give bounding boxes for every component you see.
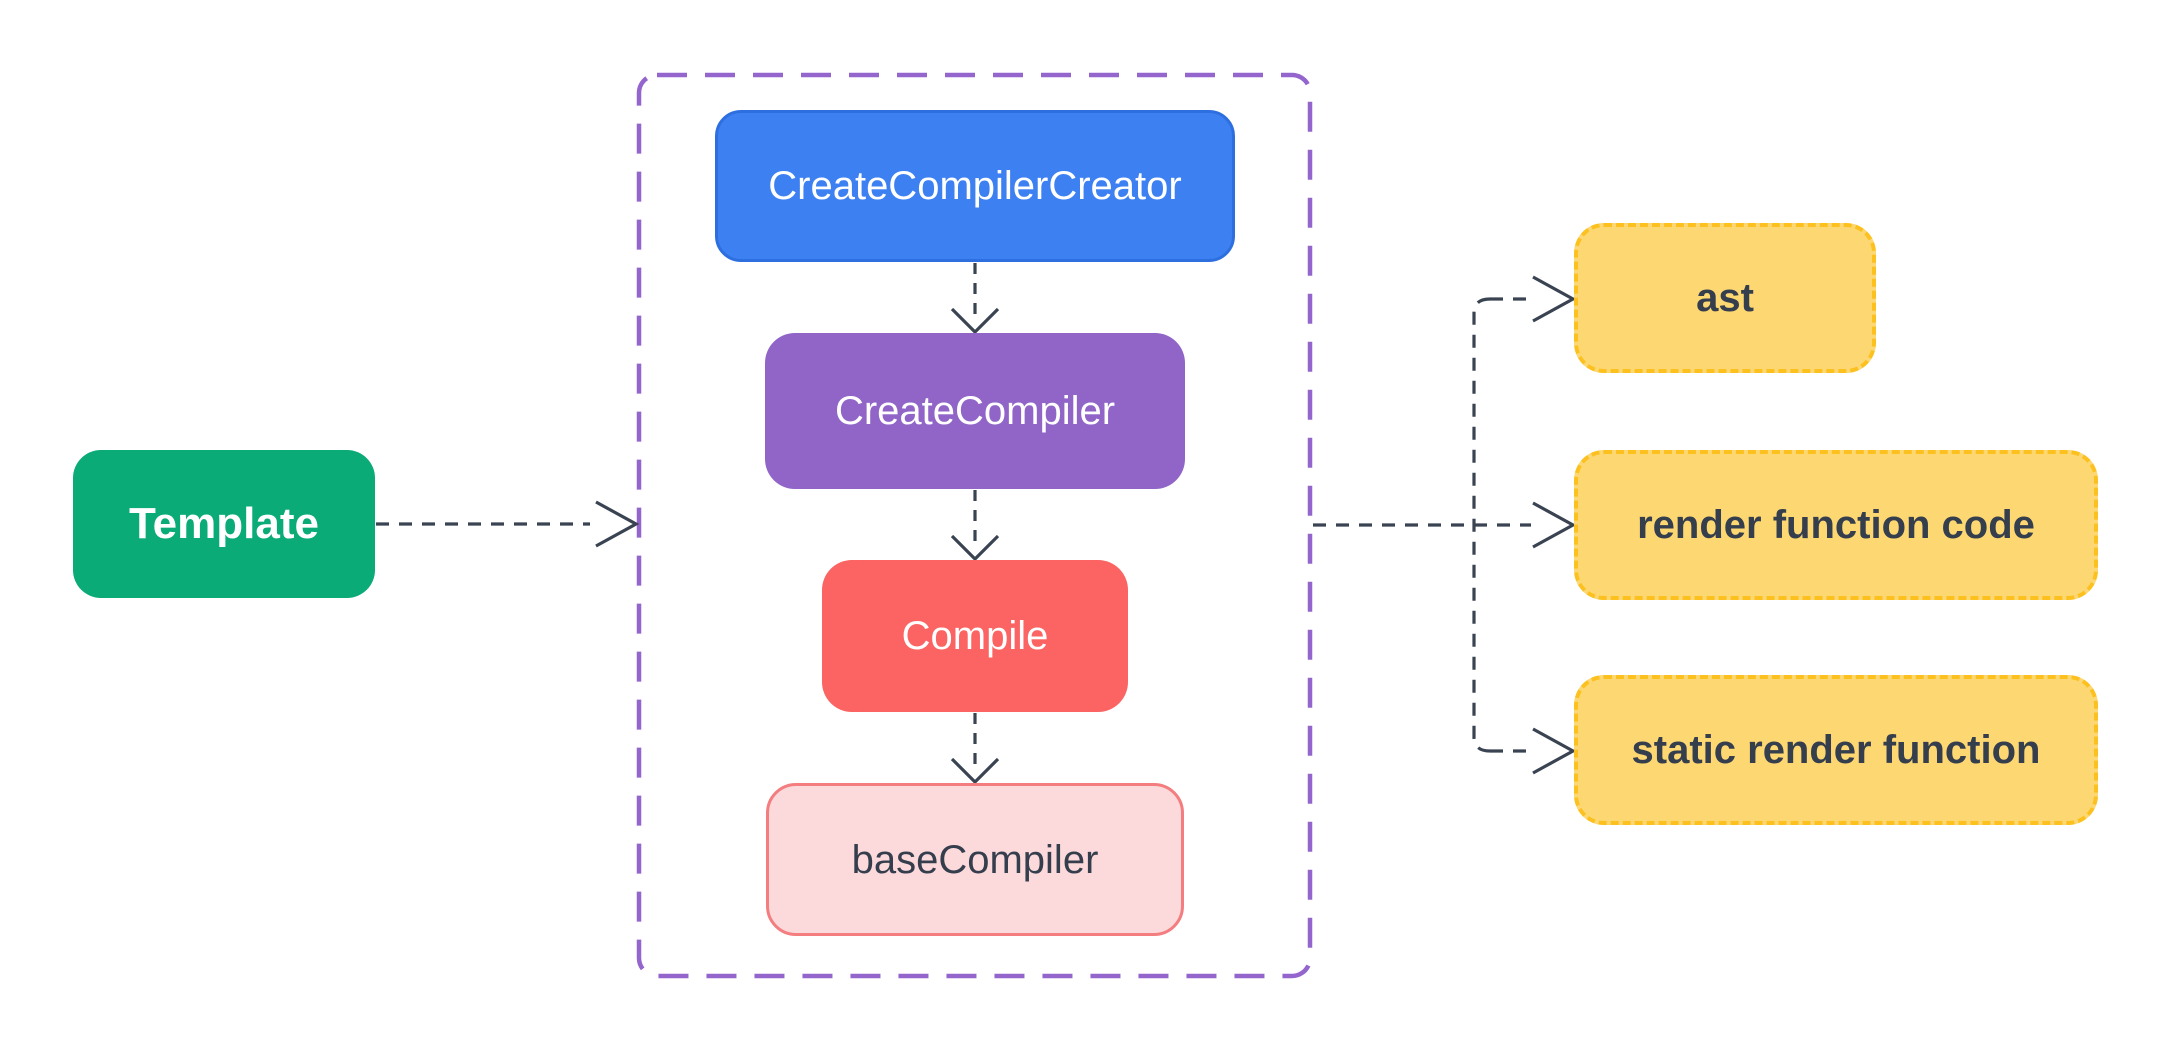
edge-outputs-branch-vertical	[1472, 297, 1491, 753]
node-create-compiler: CreateCompiler	[765, 333, 1185, 489]
node-ast-label: ast	[1696, 276, 1754, 320]
node-template: Template	[73, 450, 375, 598]
arrowhead-cc-to-compile	[950, 534, 1000, 562]
arrowhead-to-ast	[1532, 275, 1577, 323]
arrowhead-to-static-render-function	[1532, 727, 1577, 775]
arrowhead-ccc-to-cc	[950, 307, 1000, 335]
node-static-render-function: static render function	[1574, 675, 2098, 825]
arrowhead-compile-to-base	[950, 757, 1000, 785]
node-static-render-function-label: static render function	[1631, 728, 2041, 772]
node-template-label: Template	[129, 498, 319, 548]
node-compile: Compile	[822, 560, 1128, 712]
node-create-compiler-label: CreateCompiler	[834, 389, 1116, 433]
node-create-compiler-creator: CreateCompilerCreator	[715, 110, 1235, 262]
node-render-function-code: render function code	[1574, 450, 2098, 600]
node-compile-label: Compile	[901, 614, 1049, 658]
arrowhead-to-render-function-code	[1532, 501, 1577, 549]
node-base-compiler-label: baseCompiler	[851, 837, 1099, 882]
node-create-compiler-creator-label: CreateCompilerCreator	[768, 164, 1182, 208]
node-render-function-code-label: render function code	[1637, 503, 2035, 547]
node-ast: ast	[1574, 223, 1876, 373]
arrowhead-template-to-pipeline	[595, 500, 640, 548]
node-base-compiler: baseCompiler	[766, 783, 1184, 936]
